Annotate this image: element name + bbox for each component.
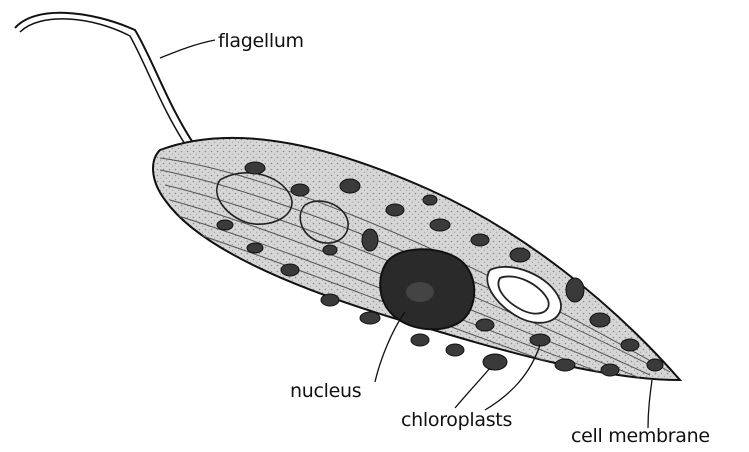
leader-line-nucleus bbox=[375, 312, 405, 382]
label-cell-membrane: cell membrane bbox=[571, 425, 710, 447]
leader-line-cell-membrane bbox=[648, 380, 652, 428]
label-flagellum: flagellum bbox=[218, 30, 304, 52]
label-chloroplasts: chloroplasts bbox=[401, 409, 512, 431]
label-nucleus: nucleus bbox=[290, 380, 361, 402]
leader-line-chloroplasts-a bbox=[455, 368, 490, 408]
nucleus bbox=[380, 249, 474, 329]
leader-line-flagellum bbox=[160, 40, 215, 58]
